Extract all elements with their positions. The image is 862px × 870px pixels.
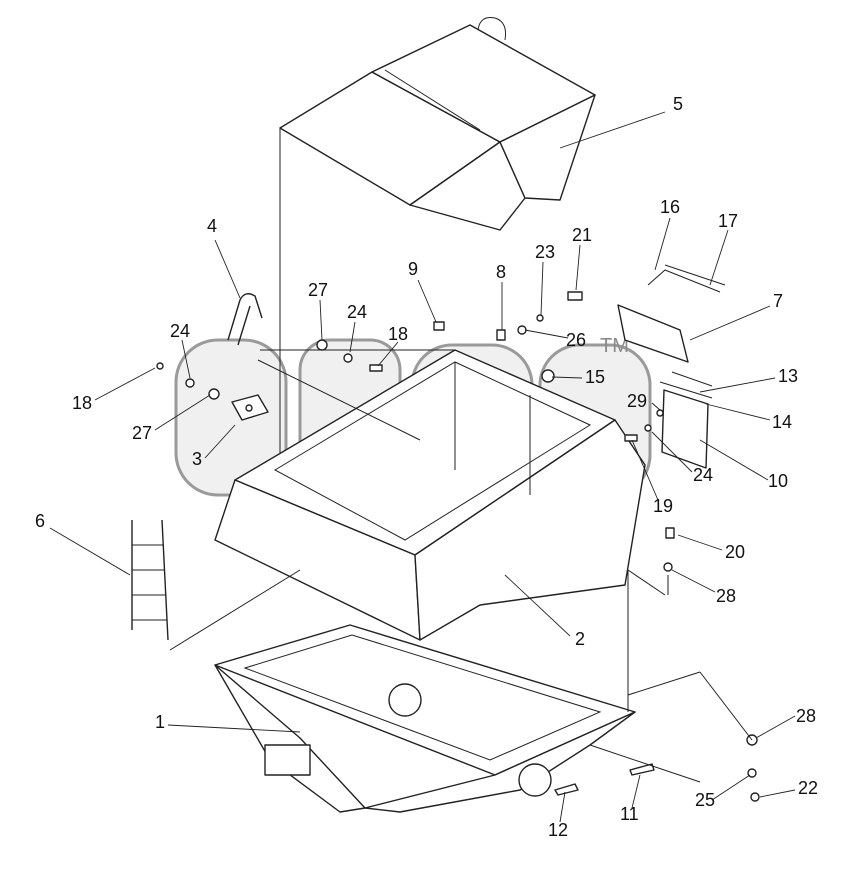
callout-15: 15 — [585, 367, 605, 387]
callout-17: 17 — [718, 211, 738, 231]
callout-14: 14 — [772, 412, 792, 432]
leader-line-23 — [540, 261, 544, 316]
leader-line-24 — [651, 431, 693, 473]
leader-line-10 — [699, 439, 769, 481]
leader-line-11 — [631, 774, 641, 809]
leader-line-27 — [319, 299, 323, 341]
leader-line-17 — [709, 229, 729, 286]
leader-line-19 — [631, 439, 659, 501]
leader-line-24 — [349, 321, 356, 353]
leader-line-27 — [154, 394, 211, 431]
leader-line-6 — [49, 527, 131, 576]
leader-line-1 — [167, 724, 301, 733]
callout-12: 12 — [548, 820, 568, 840]
leader-line-9 — [417, 279, 437, 323]
leader-line-7 — [689, 305, 771, 341]
callout-28: 28 — [716, 586, 736, 606]
leader-line-16 — [654, 217, 671, 271]
callout-6: 6 — [35, 511, 45, 531]
watermark-tm: TM — [600, 335, 629, 357]
assembly-connectors — [169, 349, 753, 783]
callout-24: 24 — [347, 302, 367, 322]
part-6-ladder — [131, 519, 169, 641]
callout-2: 2 — [575, 629, 585, 649]
leader-line-15 — [551, 376, 583, 379]
callout-26: 26 — [566, 330, 586, 350]
leader-line-14 — [705, 403, 771, 421]
leader-line-5 — [559, 111, 666, 149]
leader-line-24 — [181, 339, 191, 379]
callout-18: 18 — [72, 393, 92, 413]
callout-1: 1 — [155, 712, 165, 732]
leader-line-21 — [575, 244, 581, 291]
callout-23: 23 — [535, 242, 555, 262]
leader-lines — [49, 111, 796, 823]
connector-line — [589, 744, 701, 783]
callout-9: 9 — [408, 259, 418, 279]
callout-27: 27 — [132, 423, 152, 443]
callout-8: 8 — [496, 262, 506, 282]
callout-labels: 1234567891011121314151617181819202122232… — [35, 94, 818, 840]
part-16-17-seals — [647, 264, 726, 293]
leader-line-18 — [377, 341, 399, 367]
callout-25: 25 — [695, 790, 715, 810]
callout-16: 16 — [660, 197, 680, 217]
leader-line-3 — [204, 424, 236, 459]
leader-line-2 — [504, 574, 571, 637]
connector-line — [257, 359, 421, 441]
callout-27: 27 — [308, 280, 328, 300]
hardware-fasteners — [156, 291, 760, 802]
callout-18: 18 — [388, 324, 408, 344]
callout-21: 21 — [572, 225, 592, 245]
leader-line-25 — [711, 774, 751, 801]
callout-5: 5 — [673, 94, 683, 114]
leader-line-22 — [759, 789, 796, 798]
connector-line — [419, 604, 481, 641]
connector-line — [169, 569, 301, 651]
callout-24: 24 — [693, 465, 713, 485]
callout-29: 29 — [627, 391, 647, 411]
connector-line — [699, 671, 753, 741]
callout-19: 19 — [653, 496, 673, 516]
leader-line-20 — [677, 534, 723, 551]
callout-4: 4 — [207, 216, 217, 236]
part-4-handle — [227, 293, 263, 346]
callout-3: 3 — [192, 449, 202, 469]
connector-line — [627, 671, 701, 696]
part-7-window — [617, 304, 689, 363]
part-5-top-cover — [279, 17, 596, 500]
callout-10: 10 — [768, 471, 788, 491]
part-10-flap — [659, 371, 713, 469]
callout-20: 20 — [725, 542, 745, 562]
leader-line-28 — [755, 715, 796, 739]
leader-line-26 — [524, 329, 569, 339]
callout-22: 22 — [798, 778, 818, 798]
leader-line-28 — [671, 569, 716, 593]
callout-13: 13 — [778, 366, 798, 386]
leader-line-4 — [214, 239, 241, 299]
callout-7: 7 — [773, 291, 783, 311]
callout-28: 28 — [796, 706, 816, 726]
callout-24: 24 — [170, 321, 190, 341]
callout-11: 11 — [620, 804, 639, 824]
part-3-bracket — [231, 394, 269, 421]
leader-line-13 — [699, 377, 776, 393]
leader-line-29 — [651, 402, 661, 411]
leader-line-18 — [94, 367, 156, 401]
part-2-upper-hopper — [214, 349, 646, 641]
part-1-base-frame — [214, 569, 666, 813]
leader-line-12 — [559, 791, 566, 823]
